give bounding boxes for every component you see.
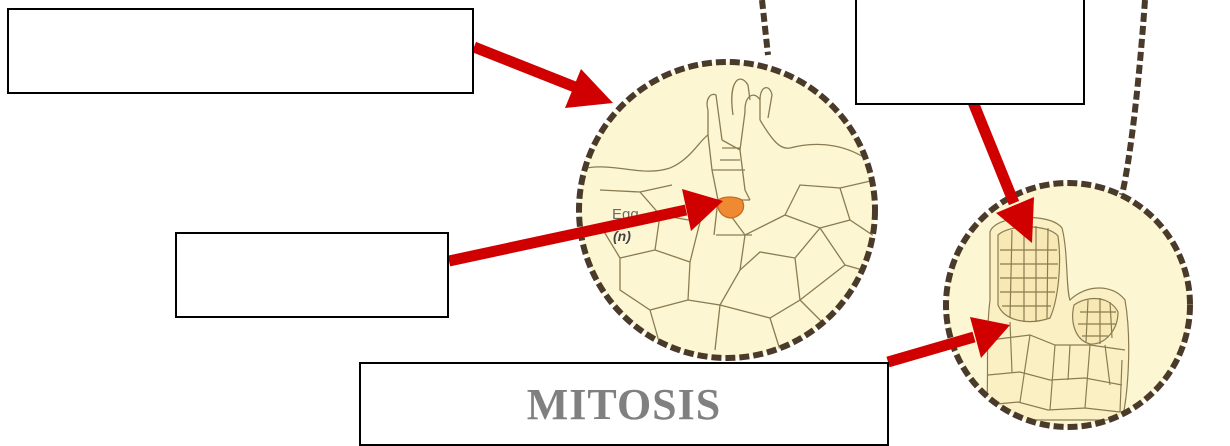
label-box-top-left[interactable] (7, 8, 474, 94)
label-box-bottom[interactable]: MITOSIS (359, 362, 889, 446)
sperm-cell-mass (998, 227, 1060, 322)
label-box-top-right[interactable] (855, 0, 1085, 105)
label-box-middle-left[interactable] (175, 232, 449, 318)
antheridium-circle (946, 183, 1190, 427)
connector-line-left (762, 0, 768, 55)
archegonium-circle: Egg (n) (578, 62, 880, 358)
arrow-to-archegonium (474, 47, 613, 108)
mitosis-label: MITOSIS (527, 379, 722, 430)
connector-line-right (1122, 0, 1145, 195)
